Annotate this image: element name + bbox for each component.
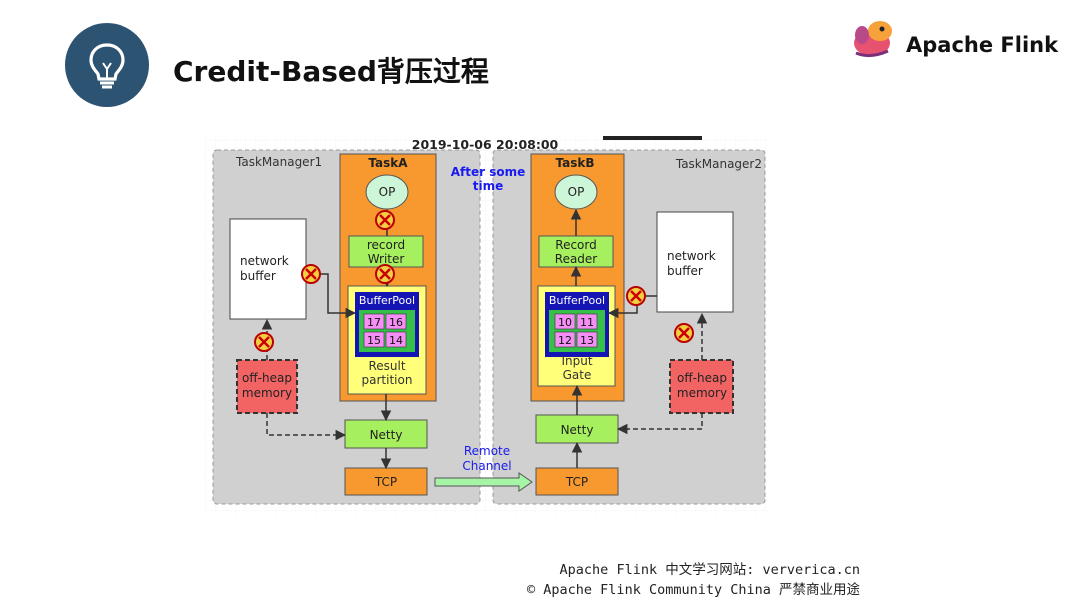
network-buffer-1 xyxy=(229,218,307,320)
tcp-b-label: TCP xyxy=(565,475,588,489)
blocked-marker-icon xyxy=(626,286,646,306)
buffer-slot-label: 14 xyxy=(389,334,403,347)
annotation-line-2: time xyxy=(473,179,504,193)
buffer-slot xyxy=(554,331,576,348)
netty-a-label: Netty xyxy=(370,428,403,442)
bufferpool-a-label: BufferPool xyxy=(359,294,415,307)
buffer-slot-label: 10 xyxy=(558,316,572,329)
offheap-memory-1 xyxy=(236,359,298,414)
result-partition-line-2: partition xyxy=(362,373,413,387)
diagram-svg: 2019-10-06 20:08:00 TaskManager1 TaskMan… xyxy=(205,136,770,515)
remote-channel-arrow xyxy=(434,472,533,492)
record-writer-line-1: record xyxy=(367,238,405,252)
buffer-slot xyxy=(385,331,407,348)
offheap-memory-2-line-2: memory xyxy=(677,386,727,400)
netty-b-label: Netty xyxy=(561,423,594,437)
op-a-label: OP xyxy=(379,185,396,199)
remote-channel-line-1: Remote xyxy=(464,444,510,458)
buffer-slot-label: 17 xyxy=(367,316,381,329)
record-reader-line-1: Record xyxy=(555,238,596,252)
buffer-slot xyxy=(363,313,385,330)
remote-channel-line-2: Channel xyxy=(462,459,511,473)
buffer-slot xyxy=(363,331,385,348)
tcp-b xyxy=(535,467,619,496)
taskmanager-2-label: TaskManager2 xyxy=(675,157,762,171)
task-b-label: TaskB xyxy=(555,156,594,170)
credit-based-diagram: 2019-10-06 20:08:00 TaskManager1 TaskMan… xyxy=(205,130,770,515)
input-gate-line-1: Input xyxy=(561,354,592,368)
record-writer xyxy=(348,235,424,268)
tcp-a-label: TCP xyxy=(374,475,397,489)
brand-name: Apache Flink xyxy=(906,33,1059,57)
blocked-marker-icon xyxy=(375,264,395,284)
offheap-memory-1-line-1: off-heap xyxy=(242,371,292,385)
offheap-memory-2-line-1: off-heap xyxy=(677,371,727,385)
blocked-marker-icon xyxy=(375,210,395,230)
buffer-slot xyxy=(554,313,576,330)
buffer-slot-label: 15 xyxy=(367,334,381,347)
annotation-line-1: After some xyxy=(451,165,526,179)
buffer-slot-label: 13 xyxy=(580,334,594,347)
network-buffer-2-line-1: network xyxy=(667,249,716,263)
footer-line-1: Apache Flink 中文学习网站: ververica.cn xyxy=(559,562,860,578)
record-reader xyxy=(538,235,614,268)
lightbulb-icon xyxy=(65,23,149,107)
buffer-slot-label: 12 xyxy=(558,334,572,347)
blocked-marker-icon xyxy=(301,264,321,284)
buffer-slot xyxy=(576,331,598,348)
page-title: Credit-Based背压过程 xyxy=(173,55,489,88)
network-buffer-2 xyxy=(656,211,734,313)
buffer-grid-a: 17 16 15 14 xyxy=(363,313,407,348)
record-writer-line-2: Writer xyxy=(368,252,405,266)
taskmanager-1-label: TaskManager1 xyxy=(235,155,322,169)
network-buffer-2-line-2: buffer xyxy=(667,264,703,278)
timestamp: 2019-10-06 20:08:00 xyxy=(412,137,559,152)
offheap-memory-1-line-2: memory xyxy=(242,386,292,400)
footer-line-2: © Apache Flink Community China 严禁商业用途 xyxy=(527,582,860,598)
record-reader-line-2: Reader xyxy=(555,252,598,266)
buffer-grid-b: 10 11 12 13 xyxy=(554,313,598,348)
buffer-slot xyxy=(385,313,407,330)
input-gate-line-2: Gate xyxy=(563,368,592,382)
buffer-slot-label: 11 xyxy=(580,316,594,329)
op-b-label: OP xyxy=(568,185,585,199)
footer: Apache Flink 中文学习网站: ververica.cn © Apac… xyxy=(470,560,860,600)
network-buffer-1-line-1: network xyxy=(240,254,289,268)
result-partition-line-1: Result xyxy=(368,359,405,373)
task-a-label: TaskA xyxy=(368,156,408,170)
arrow-offheap-to-netty-a xyxy=(266,413,347,441)
network-buffer-1-line-2: buffer xyxy=(240,269,276,283)
blocked-marker-icon xyxy=(674,323,694,343)
netty-a xyxy=(344,419,428,449)
buffer-slot-label: 16 xyxy=(389,316,403,329)
blocked-marker-icon xyxy=(254,332,274,352)
squirrel-logo-icon xyxy=(850,15,896,61)
bufferpool-b-label: BufferPool xyxy=(549,294,605,307)
arrow-offheap-to-netty-b xyxy=(616,413,703,435)
buffer-slot xyxy=(576,313,598,330)
